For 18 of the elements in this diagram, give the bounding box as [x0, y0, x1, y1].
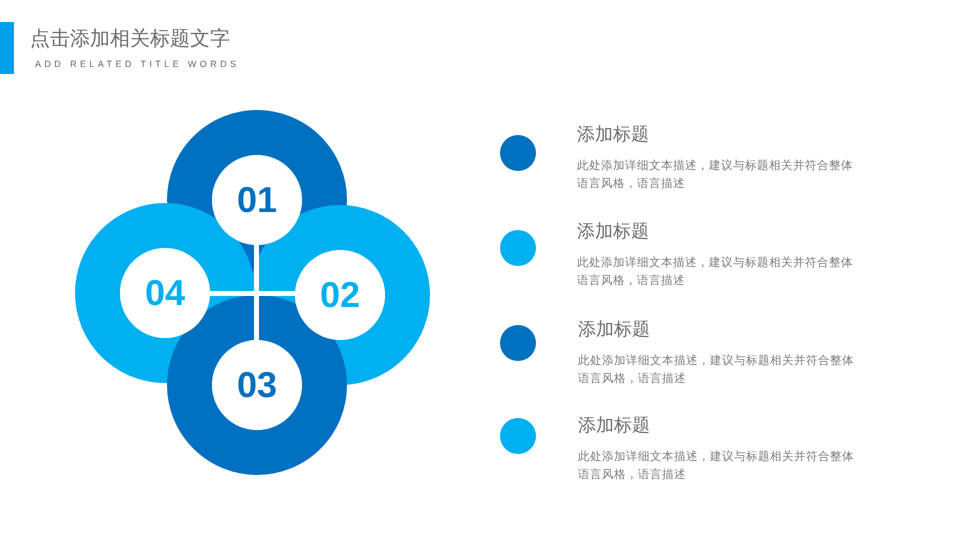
step-number: 03: [236, 364, 278, 406]
step-number: 01: [236, 179, 278, 221]
slide-title: 点击添加相关标题文字: [30, 25, 230, 52]
bullet-dot: [500, 418, 536, 454]
item-heading: 添加标题: [577, 123, 649, 146]
slide-subtitle: ADD RELATED TITLE WORDS: [35, 59, 240, 69]
item-heading: 添加标题: [578, 414, 650, 437]
bullet-dot: [500, 325, 536, 361]
step-number: 04: [144, 272, 186, 314]
item-description: 此处添加详细文本描述，建议与标题相关并符合整体语言风格，语言描述: [578, 352, 855, 387]
item-description: 此处添加详细文本描述，建议与标题相关并符合整体语言风格，语言描述: [577, 254, 854, 289]
item-description: 此处添加详细文本描述，建议与标题相关并符合整体语言风格，语言描述: [577, 157, 854, 192]
bullet-dot: [500, 135, 536, 171]
bullet-dot: [500, 230, 536, 266]
step-number: 02: [320, 274, 360, 316]
item-description: 此处添加详细文本描述，建议与标题相关并符合整体语言风格，语言描述: [578, 448, 855, 483]
item-heading: 添加标题: [578, 318, 650, 341]
item-heading: 添加标题: [577, 220, 649, 243]
